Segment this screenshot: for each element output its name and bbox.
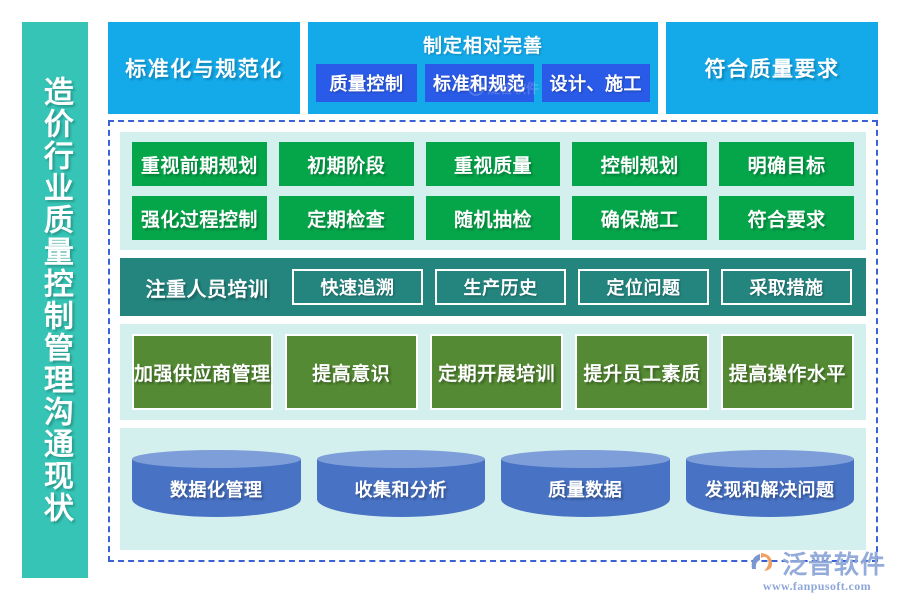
planning-cell-regular-inspection[interactable]: 定期检查 <box>278 196 414 240</box>
supplier-item-improve-staff-quality[interactable]: 提升员工素质 <box>575 334 709 410</box>
planning-cell-random-sampling[interactable]: 随机抽检 <box>425 196 561 240</box>
planning-cell-strengthen-process-control[interactable]: 强化过程控制 <box>132 196 267 240</box>
data-cylinder-digital-management-label: 数据化管理 <box>170 480 263 500</box>
header-card-quality-requirement-label: 符合质量要求 <box>704 58 840 81</box>
data-cylinder-find-solve-problems[interactable]: 发现和解决问题 <box>685 450 854 517</box>
planning-cell-value-quality[interactable]: 重视质量 <box>425 142 561 186</box>
planning-cell-clear-goals[interactable]: 明确目标 <box>719 142 854 186</box>
planning-cell-meet-requirements[interactable]: 符合要求 <box>719 196 854 240</box>
section-training: 注重人员培训 快速追溯 生产历史 定位问题 采取措施 <box>120 258 866 316</box>
section-supplier: 加强供应商管理 提高意识 定期开展培训 提升员工素质 提高操作水平 <box>120 324 866 420</box>
header-sub-item-standards[interactable]: 标准和规范 <box>425 63 534 102</box>
header-card-regulations-title: 制定相对完善 <box>422 35 543 57</box>
planning-cell-early-planning[interactable]: 重视前期规划 <box>132 142 267 186</box>
training-item-production-history[interactable]: 生产历史 <box>435 269 566 305</box>
vertical-title-bar: 造价行业质量控制管理沟通现状 <box>22 22 88 578</box>
brand-logo-url: www.fanpusoft.com <box>762 579 872 593</box>
training-item-fast-traceability[interactable]: 快速追溯 <box>292 269 424 305</box>
planning-row-1: 重视前期规划 初期阶段 重视质量 控制规划 明确目标 <box>132 142 854 186</box>
supplier-item-strengthen-supplier-management[interactable]: 加强供应商管理 <box>132 334 273 410</box>
header-sub-item-design-construction[interactable]: 设计、施工 <box>541 63 650 102</box>
planning-cell-ensure-construction[interactable]: 确保施工 <box>572 196 708 240</box>
section-planning: 重视前期规划 初期阶段 重视质量 控制规划 明确目标 强化过程控制 定期检查 随… <box>120 132 866 250</box>
data-cylinder-quality-data[interactable]: 质量数据 <box>501 450 670 517</box>
supplier-item-raise-awareness[interactable]: 提高意识 <box>284 334 418 410</box>
data-cylinder-digital-management[interactable]: 数据化管理 <box>132 450 301 517</box>
data-cylinder-collect-analyze-label: 收集和分析 <box>354 480 447 500</box>
vertical-title-text: 造价行业质量控制管理沟通现状 <box>38 76 72 524</box>
content-dashed-container: 重视前期规划 初期阶段 重视质量 控制规划 明确目标 强化过程控制 定期检查 随… <box>108 120 878 562</box>
header-card-regulations[interactable]: 制定相对完善 质量控制 标准和规范 设计、施工 泛普软件 <box>308 22 658 114</box>
header-sub-item-quality-control[interactable]: 质量控制 <box>316 63 417 102</box>
planning-row-2: 强化过程控制 定期检查 随机抽检 确保施工 符合要求 <box>132 196 854 240</box>
data-cylinder-quality-data-label: 质量数据 <box>548 480 623 500</box>
data-cylinder-find-solve-problems-label: 发现和解决问题 <box>705 480 835 500</box>
training-item-locate-problem[interactable]: 定位问题 <box>578 269 709 305</box>
header-card-standardization-label: 标准化与规范化 <box>125 58 283 81</box>
planning-cell-control-plan[interactable]: 控制规划 <box>572 142 708 186</box>
planning-cell-initial-stage[interactable]: 初期阶段 <box>278 142 414 186</box>
header-sub-items: 质量控制 标准和规范 设计、施工 <box>316 63 650 102</box>
supplier-item-regular-training[interactable]: 定期开展培训 <box>429 334 564 410</box>
supplier-item-improve-operation-level[interactable]: 提高操作水平 <box>720 334 855 410</box>
header-card-quality-requirement[interactable]: 符合质量要求 <box>666 22 878 114</box>
training-lead-label: 注重人员培训 <box>145 278 269 301</box>
header-row: 标准化与规范化 制定相对完善 质量控制 标准和规范 设计、施工 泛普软件 符合质… <box>108 22 878 114</box>
header-card-standardization[interactable]: 标准化与规范化 <box>108 22 300 114</box>
training-item-take-measures[interactable]: 采取措施 <box>720 269 852 305</box>
section-data: 数据化管理 收集和分析 质量数据 发现和解决问题 <box>120 428 866 550</box>
data-cylinder-collect-analyze[interactable]: 收集和分析 <box>316 450 485 517</box>
